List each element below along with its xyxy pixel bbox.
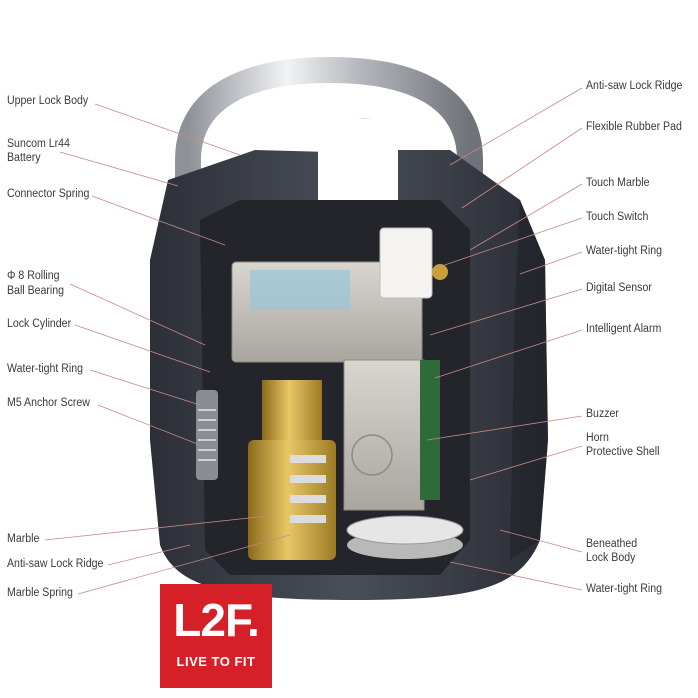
label-anti-saw-lock-ridge-right: Anti-saw Lock Ridge bbox=[586, 80, 683, 92]
label-m5-anchor-screw: M5 Anchor Screw bbox=[7, 397, 90, 409]
logo-text: L2F. bbox=[173, 594, 259, 646]
label-touch-marble: Touch Marble bbox=[586, 177, 650, 189]
label-connector-spring: Connector Spring bbox=[7, 188, 90, 200]
alarm-module bbox=[231, 227, 448, 511]
label-horn: Horn bbox=[586, 432, 609, 444]
label-intelligent-alarm: Intelligent Alarm bbox=[586, 323, 662, 335]
label-digital-sensor: Digital Sensor bbox=[586, 282, 652, 294]
label-buzzer: Buzzer bbox=[586, 408, 619, 420]
label-touch-switch: Touch Switch bbox=[586, 211, 649, 223]
label-rolling-ball-bearing: Φ 8 Rolling bbox=[7, 270, 60, 282]
label-anti-saw-lock-ridge-left: Anti-saw Lock Ridge bbox=[7, 558, 104, 570]
label-upper-lock-body: Upper Lock Body bbox=[7, 95, 89, 107]
label-suncom-battery-line2: Battery bbox=[7, 152, 41, 164]
brand-logo: L2F. LIVE TO FIT bbox=[160, 584, 272, 688]
label-flexible-rubber-pad: Flexible Rubber Pad bbox=[586, 121, 682, 133]
label-rolling-ball-bearing-line2: Ball Bearing bbox=[7, 285, 65, 297]
label-lock-cylinder: Lock Cylinder bbox=[7, 318, 72, 330]
lock-cylinder-part bbox=[248, 380, 336, 560]
label-water-tight-ring-right: Water-tight Ring bbox=[586, 245, 663, 257]
label-marble: Marble bbox=[7, 533, 40, 545]
logo-tagline: LIVE TO FIT bbox=[176, 654, 256, 669]
label-water-tight-ring-left: Water-tight Ring bbox=[7, 363, 84, 375]
label-water-tight-ring-bottom: Water-tight Ring bbox=[586, 583, 663, 595]
label-suncom-battery: Suncom Lr44 bbox=[7, 138, 70, 150]
shackle bbox=[175, 56, 483, 258]
label-beneathed: Beneathed bbox=[586, 538, 638, 550]
label-horn-line2: Protective Shell bbox=[586, 446, 660, 458]
anchor-spring-part bbox=[196, 390, 218, 480]
buzzer-disc bbox=[346, 515, 464, 559]
label-beneathed-line2: Lock Body bbox=[586, 552, 636, 564]
leader-lines bbox=[44, 87, 583, 595]
label-marble-spring: Marble Spring bbox=[7, 587, 73, 599]
